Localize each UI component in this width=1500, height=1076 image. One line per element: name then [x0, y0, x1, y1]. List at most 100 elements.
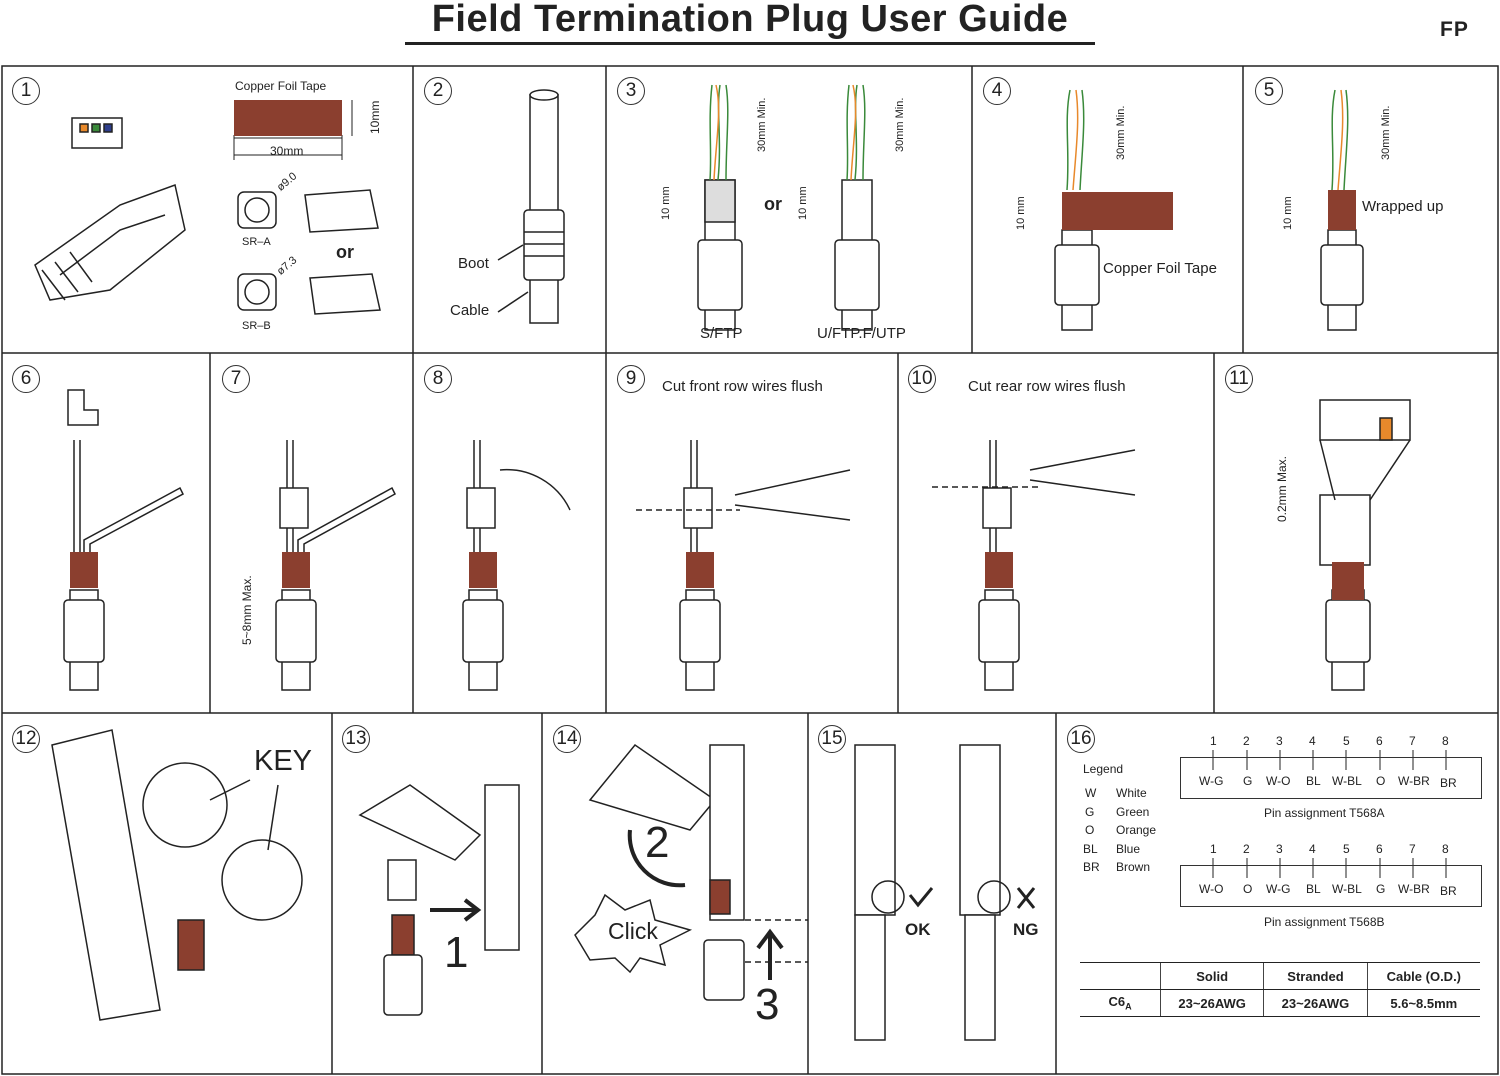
- pin-number: 1: [1210, 734, 1217, 748]
- step-number-16: 16: [1067, 725, 1095, 753]
- step5-strip-length: 10 mm: [1282, 196, 1294, 230]
- pin-number: 4: [1309, 842, 1316, 856]
- key-label: KEY: [254, 745, 313, 777]
- table-header-cell: Solid: [1159, 962, 1264, 990]
- step-number-12: 12: [12, 725, 40, 753]
- step-number-11: 11: [1225, 365, 1253, 393]
- step3-min-length-b: 30mm Min.: [894, 97, 906, 152]
- step-number-1: 1: [12, 77, 40, 105]
- t568b-pin-color: G: [1376, 882, 1386, 896]
- step3-min-length-a: 30mm Min.: [756, 97, 768, 152]
- t568a-pin-box: [1180, 757, 1482, 799]
- step5-tape-wrapped: [1328, 190, 1356, 230]
- boot-sr-a-label: SR–A: [242, 236, 271, 248]
- step-number-7: 7: [222, 365, 250, 393]
- step9-caption: Cut front row wires flush: [662, 378, 823, 395]
- ng-label: NG: [1013, 920, 1039, 939]
- t568b-pin-color: W-O: [1199, 882, 1224, 896]
- t568a-caption: Pin assignment T568A: [1264, 806, 1385, 820]
- step13-arrow-number: 1: [444, 928, 469, 977]
- table-header-cell: Stranded: [1263, 962, 1368, 990]
- boot-label: Boot: [458, 255, 489, 272]
- step3-strip-length-a: 10 mm: [660, 186, 672, 220]
- table-header-cell: [1080, 962, 1161, 990]
- cable-type-uftp: U/FTP.F/UTP: [817, 325, 906, 342]
- step-number-5: 5: [1255, 77, 1283, 105]
- t568a-pin-color: BL: [1306, 774, 1321, 788]
- legend-code: G: [1085, 805, 1095, 819]
- step1-boots: [237, 189, 381, 315]
- wrapped-up-label: Wrapped up: [1362, 198, 1444, 215]
- step7-max-length: 5~8mm Max.: [240, 575, 254, 645]
- category-subscript: A: [1125, 1001, 1132, 1012]
- step-number-13: 13: [342, 725, 370, 753]
- t568b-pin-color: W-BR: [1398, 882, 1430, 896]
- t568b-pin-color: W-G: [1266, 882, 1291, 896]
- step1-tape-dims: [233, 100, 353, 160]
- step4-tape-sample: [1062, 192, 1173, 230]
- row2-foil-bands: [70, 552, 1364, 600]
- pin-number: 3: [1276, 734, 1283, 748]
- cable-label: Cable: [450, 302, 490, 319]
- step-number-9: 9: [617, 365, 645, 393]
- t568a-pin-color: W-BL: [1332, 774, 1362, 788]
- legend-name: Blue: [1116, 842, 1141, 856]
- boot-or-label: or: [336, 242, 354, 262]
- legend-code: BR: [1083, 860, 1100, 874]
- t568b-caption: Pin assignment T568B: [1264, 915, 1385, 929]
- cable-spec-table: Solid Stranded Cable (O.D.) C6A 23~26AWG…: [1080, 962, 1480, 1017]
- page-title: Field Termination Plug User Guide: [405, 0, 1095, 45]
- pin-number: 2: [1243, 734, 1250, 748]
- step4-strip-length: 10 mm: [1015, 196, 1027, 230]
- step5-illustration: [1320, 89, 1364, 331]
- step-number-2: 2: [424, 77, 452, 105]
- step-number-3: 3: [617, 77, 645, 105]
- pin-number: 6: [1376, 734, 1383, 748]
- step1-tape-sample: [234, 100, 342, 136]
- pin-number: 7: [1409, 842, 1416, 856]
- pin-number: 6: [1376, 842, 1383, 856]
- legend-code: BL: [1083, 842, 1098, 856]
- t568b-pin-color: W-BL: [1332, 882, 1362, 896]
- t568a-pin-color: W-G: [1199, 774, 1224, 788]
- step4-illustration: [1054, 89, 1100, 331]
- t568a-pin-color: G: [1243, 774, 1253, 788]
- t568b-pin-color: BL: [1306, 882, 1321, 896]
- table-cell: 23~26AWG: [1159, 989, 1264, 1017]
- step3-strip-length-b: 10 mm: [797, 186, 809, 220]
- pin-ticks: [1212, 750, 1447, 878]
- table-header-row: Solid Stranded Cable (O.D.): [1080, 962, 1480, 990]
- legend-name: Brown: [1116, 860, 1151, 874]
- product-code: FP: [1440, 18, 1469, 41]
- t568a-pin-color: O: [1376, 774, 1386, 788]
- step2-cable-illustration: [497, 89, 565, 324]
- legend-name: Green: [1116, 805, 1150, 819]
- t568a-pin-color: W-O: [1266, 774, 1291, 788]
- table-header-cell: Cable (O.D.): [1366, 962, 1480, 990]
- step14-arrow-number-2: 2: [645, 818, 670, 867]
- click-label: Click: [608, 918, 658, 944]
- pin-number: 8: [1442, 734, 1449, 748]
- table-cell: 5.6~8.5mm: [1366, 989, 1480, 1017]
- pin-number: 5: [1343, 842, 1350, 856]
- t568a-pin-color: BR: [1440, 776, 1457, 790]
- table-row: C6A 23~26AWG 23~26AWG 5.6~8.5mm: [1080, 989, 1480, 1017]
- t568b-pin-box: [1180, 865, 1482, 907]
- category-label: C6: [1108, 994, 1126, 1010]
- pin-number: 3: [1276, 842, 1283, 856]
- pin-number: 1: [1210, 842, 1217, 856]
- ok-label: OK: [905, 920, 931, 939]
- step10-caption: Cut rear row wires flush: [968, 378, 1126, 395]
- step3-illustration: [697, 84, 880, 331]
- row3-illustrations: [51, 729, 1036, 1041]
- pin-number: 7: [1409, 734, 1416, 748]
- legend-name: Orange: [1116, 823, 1157, 837]
- step-number-14: 14: [553, 725, 581, 753]
- step11-max-gap: 0.2mm Max.: [1275, 455, 1289, 522]
- legend-code: O: [1085, 823, 1095, 837]
- pin-number: 8: [1442, 842, 1449, 856]
- table-row-label: C6A: [1080, 989, 1161, 1017]
- tape-width-label: 30mm: [270, 144, 304, 158]
- t568b-pin-color: O: [1243, 882, 1253, 896]
